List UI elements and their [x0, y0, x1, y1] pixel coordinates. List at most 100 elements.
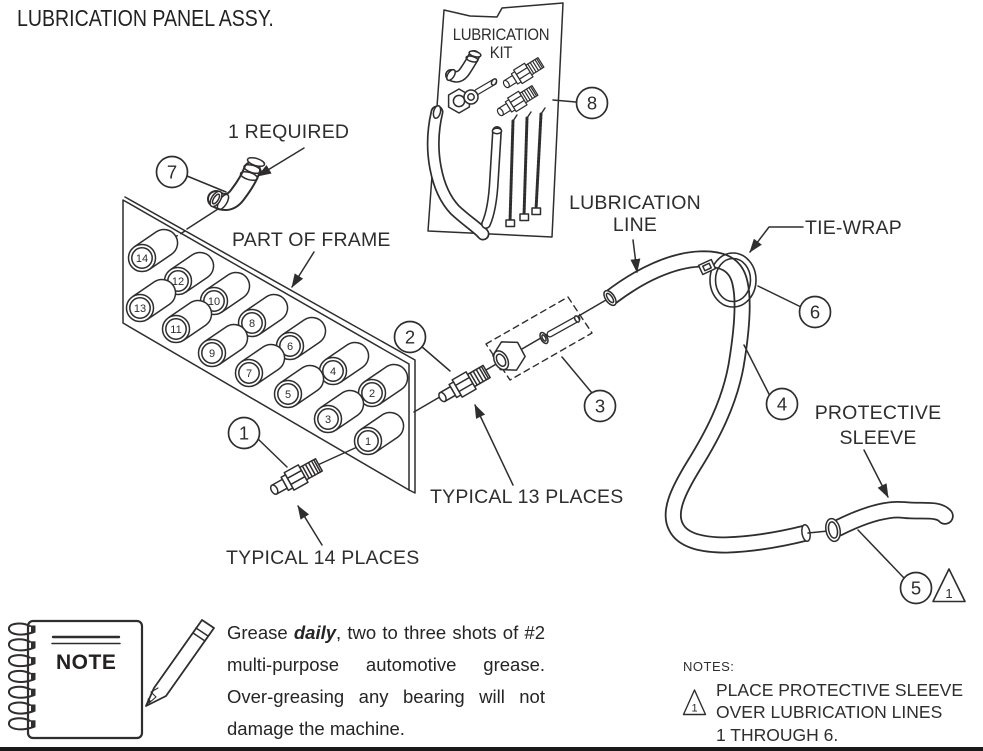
callout-7: 7 — [155, 155, 189, 189]
svg-text:3: 3 — [325, 414, 331, 426]
grease-fitting-point: 13 — [125, 278, 177, 323]
svg-text:12: 12 — [172, 276, 184, 288]
leader-callout-6 — [757, 285, 802, 308]
leader-callout-8 — [552, 99, 577, 103]
lubrication-kit-bag — [427, 2, 564, 238]
kit-label-line1: LUBRICATION — [452, 25, 550, 44]
svg-text:5: 5 — [285, 389, 291, 401]
notebook-icon — [26, 619, 144, 740]
grease-fitting-point: 8 — [237, 293, 289, 338]
note-line1-post: , two to three shots of #2 — [336, 622, 545, 643]
pencil-icon — [145, 619, 215, 707]
lube-fitting-item2 — [434, 362, 493, 408]
elbow-fitting-item7 — [207, 156, 266, 211]
arrow-one-required — [257, 147, 305, 177]
grease-fitting-point: 6 — [275, 316, 327, 361]
grease-fitting-point: 14 — [127, 228, 179, 273]
note-line-3: Over-greasing any bearing will not — [227, 686, 545, 707]
note-line1-pre: Grease — [227, 622, 294, 643]
kit-tie-wrap-1 — [505, 114, 518, 228]
lubrication-line-label: LUBRICATION LINE — [565, 192, 705, 236]
warning-triangle-sleeve-icon: 1 — [932, 568, 966, 603]
grease-fitting-point: 5 — [273, 364, 325, 409]
grease-fitting-point: 3 — [313, 389, 365, 434]
lubrication-line-label-line1: LUBRICATION — [569, 192, 701, 214]
notes-section-text: PLACE PROTECTIVE SLEEVE OVER LUBRICATION… — [716, 679, 963, 746]
protective-sleeve-label-line2: SLEEVE — [839, 427, 917, 449]
note-line-2: multi-purpose automotive grease. — [227, 654, 545, 675]
svg-text:1: 1 — [945, 586, 952, 601]
tie-wrap-label: TIE-WRAP — [805, 217, 902, 239]
protective-sleeve — [824, 500, 954, 543]
kit-hose — [426, 104, 490, 241]
grease-fitting-point: 4 — [318, 341, 370, 386]
grease-fitting-point: 7 — [234, 343, 286, 388]
kit-tube — [481, 126, 503, 229]
kit-tie-wrap-2 — [519, 111, 532, 222]
leader-callout-1 — [256, 437, 288, 468]
lubrication-line-hose — [603, 250, 811, 554]
page-bottom-border — [0, 747, 983, 751]
svg-text:8: 8 — [249, 318, 255, 330]
lubrication-line-label-line2: LINE — [612, 214, 658, 236]
arrow-protective-sleeve — [863, 449, 889, 498]
tube-stem — [546, 315, 581, 338]
leader-callout-7 — [186, 175, 227, 193]
svg-text:8: 8 — [587, 93, 597, 114]
part-of-frame-label: PART OF FRAME — [232, 229, 391, 251]
typical-13-places-label: TYPICAL 13 PLACES — [430, 486, 624, 508]
centerline-sleeve-gap — [807, 530, 829, 534]
grease-fitting-point: 10 — [199, 271, 251, 316]
callout-4: 4 — [765, 387, 799, 421]
leader-callout-4 — [743, 344, 771, 397]
tie-wrap-band — [697, 252, 757, 308]
notes-line-2: OVER LUBRICATION LINES — [716, 702, 943, 723]
grease-fitting-point: 11 — [161, 299, 213, 344]
svg-text:9: 9 — [209, 348, 215, 360]
kit-label-line2: KIT — [489, 42, 513, 62]
compression-nut — [492, 341, 526, 371]
lube-fitting-item1 — [266, 455, 325, 501]
note-line1-emphasis: daily — [293, 622, 337, 643]
arrow-typical-13 — [474, 404, 514, 486]
svg-text:1: 1 — [691, 703, 697, 715]
arrow-typical-14 — [297, 505, 323, 546]
svg-text:6: 6 — [810, 302, 820, 323]
svg-text:7: 7 — [246, 368, 252, 380]
grease-fitting-point: 2 — [357, 363, 409, 408]
page-title: LUBRICATION PANEL ASSY. — [17, 5, 274, 31]
svg-text:6: 6 — [287, 341, 293, 353]
svg-text:14: 14 — [136, 253, 148, 265]
svg-text:13: 13 — [134, 303, 146, 315]
arrow-part-of-frame — [291, 251, 315, 288]
ferrule — [539, 331, 549, 345]
one-required-label: 1 REQUIRED — [228, 121, 350, 143]
callout-6: 6 — [798, 295, 832, 329]
kit-eyelet — [463, 78, 498, 105]
grease-fitting-point: 12 — [163, 251, 215, 296]
protective-sleeve-label-line1: PROTECTIVE — [814, 402, 942, 424]
callout-3: 3 — [583, 389, 617, 423]
spiral-binding — [8, 622, 36, 731]
callout-8: 8 — [575, 86, 609, 120]
svg-text:2: 2 — [405, 327, 415, 348]
protective-sleeve-label: PROTECTIVE SLEEVE — [813, 401, 943, 451]
notes-section-heading: NOTES: — [683, 659, 735, 674]
svg-text:7: 7 — [167, 162, 177, 183]
notes-line-3: 1 THROUGH 6. — [716, 724, 839, 745]
arrow-lubrication-line — [630, 239, 641, 273]
note-paragraph: Grease daily, two to three shots of #2 m… — [227, 617, 545, 745]
warning-triangle-notes-icon: 1 — [682, 689, 707, 716]
notes-line-1: PLACE PROTECTIVE SLEEVE — [716, 680, 964, 700]
lubrication-kit-label: LUBRICATION KIT — [448, 26, 554, 61]
note-line-4: damage the machine. — [227, 718, 405, 739]
grease-fitting-point: 1 — [353, 411, 405, 456]
svg-text:4: 4 — [330, 366, 336, 378]
svg-text:3: 3 — [595, 396, 605, 417]
kit-elbow-fitting — [445, 50, 482, 83]
svg-text:4: 4 — [777, 394, 787, 415]
typical-14-places-label: TYPICAL 14 PLACES — [226, 547, 420, 569]
arrow-tie-wrap — [749, 226, 804, 253]
